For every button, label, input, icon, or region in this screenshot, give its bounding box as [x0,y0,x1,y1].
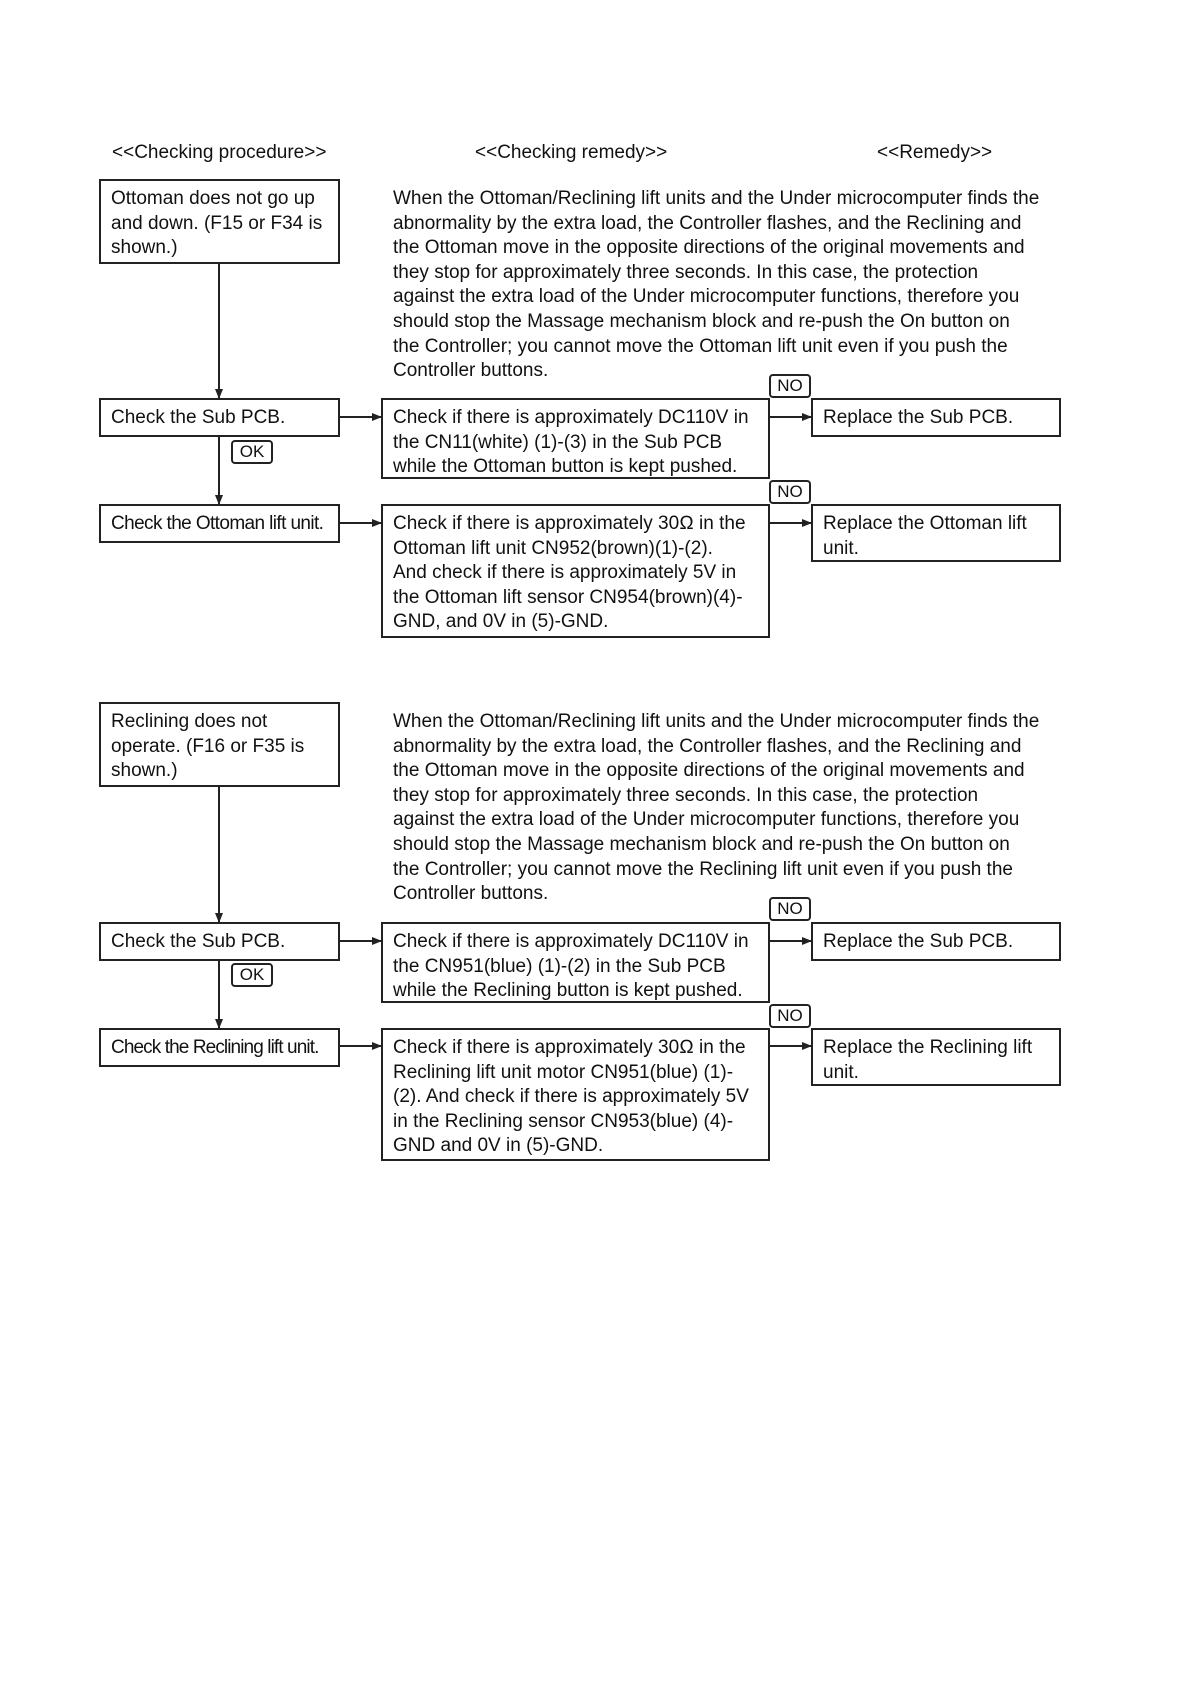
symptom-reclining-box: Reclining does not operate. (F16 or F35 … [99,702,340,787]
symptom-ottoman-box: Ottoman does not go up and down. (F15 or… [99,179,340,264]
header-checking-remedy: <<Checking remedy>> [475,142,668,163]
remedy-replace-reclining-lift: Replace the Reclining lift unit. [811,1028,1061,1086]
step-check-ottoman-lift: Check the Ottoman lift unit. [99,504,340,543]
step-check-sub-pcb-1: Check the Sub PCB. [99,398,340,437]
remedy-replace-sub-pcb-1: Replace the Sub PCB. [811,398,1061,437]
no-label-2: NO [769,480,811,504]
no-label-1: NO [769,374,811,398]
no-label-4: NO [769,1004,811,1028]
step-check-reclining-lift: Check the Reclining lift unit. [99,1028,340,1067]
check-reclining-lift-box: Check if there is approximately 30Ω in t… [381,1028,770,1161]
header-checking-procedure: <<Checking procedure>> [112,142,327,163]
check-dc110v-ottoman-box: Check if there is approximately DC110V i… [381,398,770,479]
reclining-description: When the Ottoman/Reclining lift units an… [393,711,1040,905]
ok-label-1: OK [231,440,273,464]
ok-label-2: OK [231,963,273,987]
check-dc110v-reclining-box: Check if there is approximately DC110V i… [381,922,770,1003]
remedy-replace-sub-pcb-2: Replace the Sub PCB. [811,922,1061,961]
step-check-sub-pcb-2: Check the Sub PCB. [99,922,340,961]
remedy-replace-ottoman-lift: Replace the Ottoman lift unit. [811,504,1061,562]
header-remedy: <<Remedy>> [877,142,993,163]
check-ottoman-lift-box: Check if there is approximately 30Ω in t… [381,504,770,638]
ottoman-description: When the Ottoman/Reclining lift units an… [393,188,1040,382]
no-label-3: NO [769,897,811,921]
